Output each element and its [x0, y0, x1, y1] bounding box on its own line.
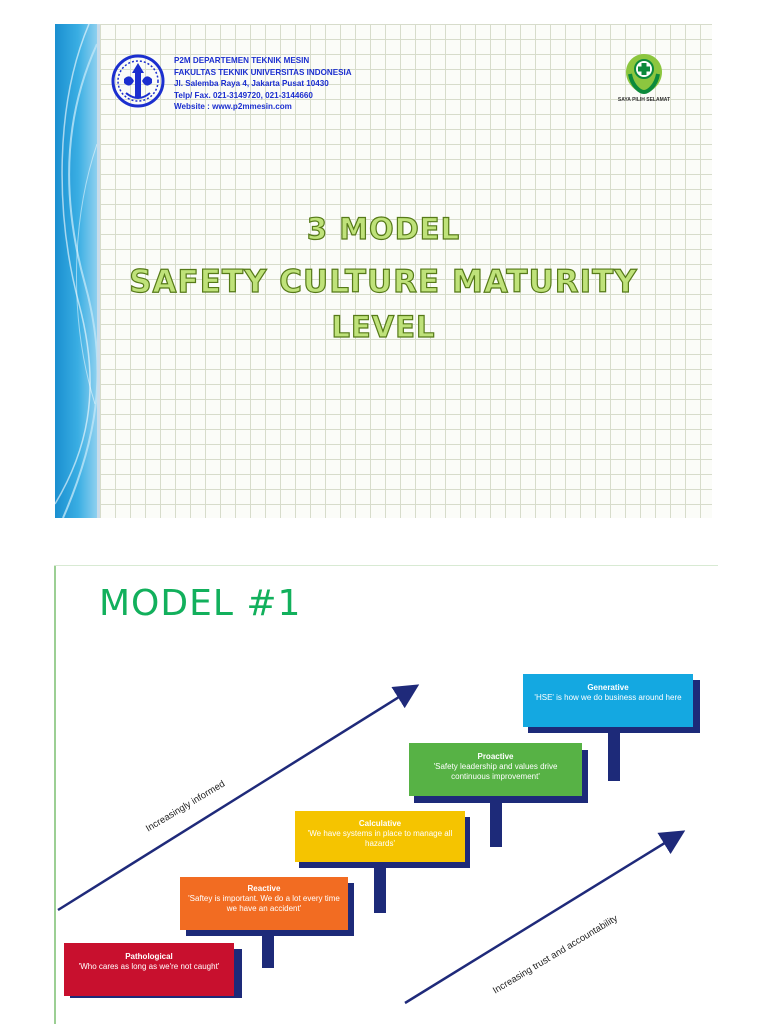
title-line-2: SAFETY CULTURE MATURITY: [129, 263, 638, 300]
title-line-3: LEVEL: [331, 309, 436, 344]
step-name: Pathological: [125, 952, 173, 961]
informed-arrow: [57, 684, 420, 912]
step-generative: Generative 'HSE' is how we do business a…: [523, 674, 693, 727]
slide-left-border: [54, 565, 56, 1024]
step-name: Proactive: [477, 752, 514, 761]
step-description: 'HSE' is how we do business around here: [534, 693, 682, 702]
step-pathological: Pathological 'Who cares as long as we're…: [64, 943, 234, 996]
step-reactive: Reactive 'Saftey is important. We do a l…: [180, 877, 348, 930]
step-description: 'We have systems in place to manage all …: [307, 829, 453, 848]
safety-shield-icon: [626, 54, 662, 95]
title-slide: P2M DEPARTEMEN TEKNIK MESIN FAKULTAS TEK…: [55, 24, 712, 518]
step-name: Calculative: [358, 819, 402, 828]
safety-logo: SAYA PILIH SELAMAT: [613, 52, 675, 116]
step-calculative: Calculative 'We have systems in place to…: [295, 811, 465, 862]
band-edge: [97, 24, 100, 518]
org-line-1: P2M DEPARTEMEN TEKNIK MESIN: [174, 56, 310, 65]
trust-arrow: [404, 830, 686, 1005]
org-line-4: Telp/ Fax. 021-3149720, 021-3144660: [174, 90, 313, 100]
org-line-3: Jl. Salemba Raya 4, Jakarta Pusat 10430: [174, 79, 329, 89]
swirl-decoration: [55, 24, 97, 518]
step-description: 'Safety leadership and values drive cont…: [433, 762, 558, 781]
university-logo-icon: [111, 54, 165, 108]
step-name: Generative: [587, 683, 629, 692]
decorative-side-band: [55, 24, 97, 518]
step-name: Reactive: [247, 884, 281, 893]
step-description: 'Saftey is important. We do a lot every …: [188, 894, 340, 913]
org-line-5: Website : www.p2mmesin.com: [174, 102, 292, 112]
maturity-diagram: [57, 684, 686, 1005]
organization-info: P2M DEPARTEMEN TEKNIK MESIN FAKULTAS TEK…: [174, 55, 352, 113]
title-line-1: 3 MODEL: [306, 211, 461, 246]
step-proactive: Proactive 'Safety leadership and values …: [409, 743, 582, 796]
org-line-2: FAKULTAS TEKNIK UNIVERSITAS INDONESIA: [174, 67, 352, 77]
model-title: MODEL #1: [99, 583, 302, 624]
model-slide: MODEL #1 Increasingly informed Increasin…: [54, 565, 718, 1024]
safety-logo-text: SAYA PILIH SELAMAT: [617, 97, 671, 103]
step-description: 'Who cares as long as we're not caught': [78, 962, 220, 971]
slide-top-border: [54, 565, 718, 566]
